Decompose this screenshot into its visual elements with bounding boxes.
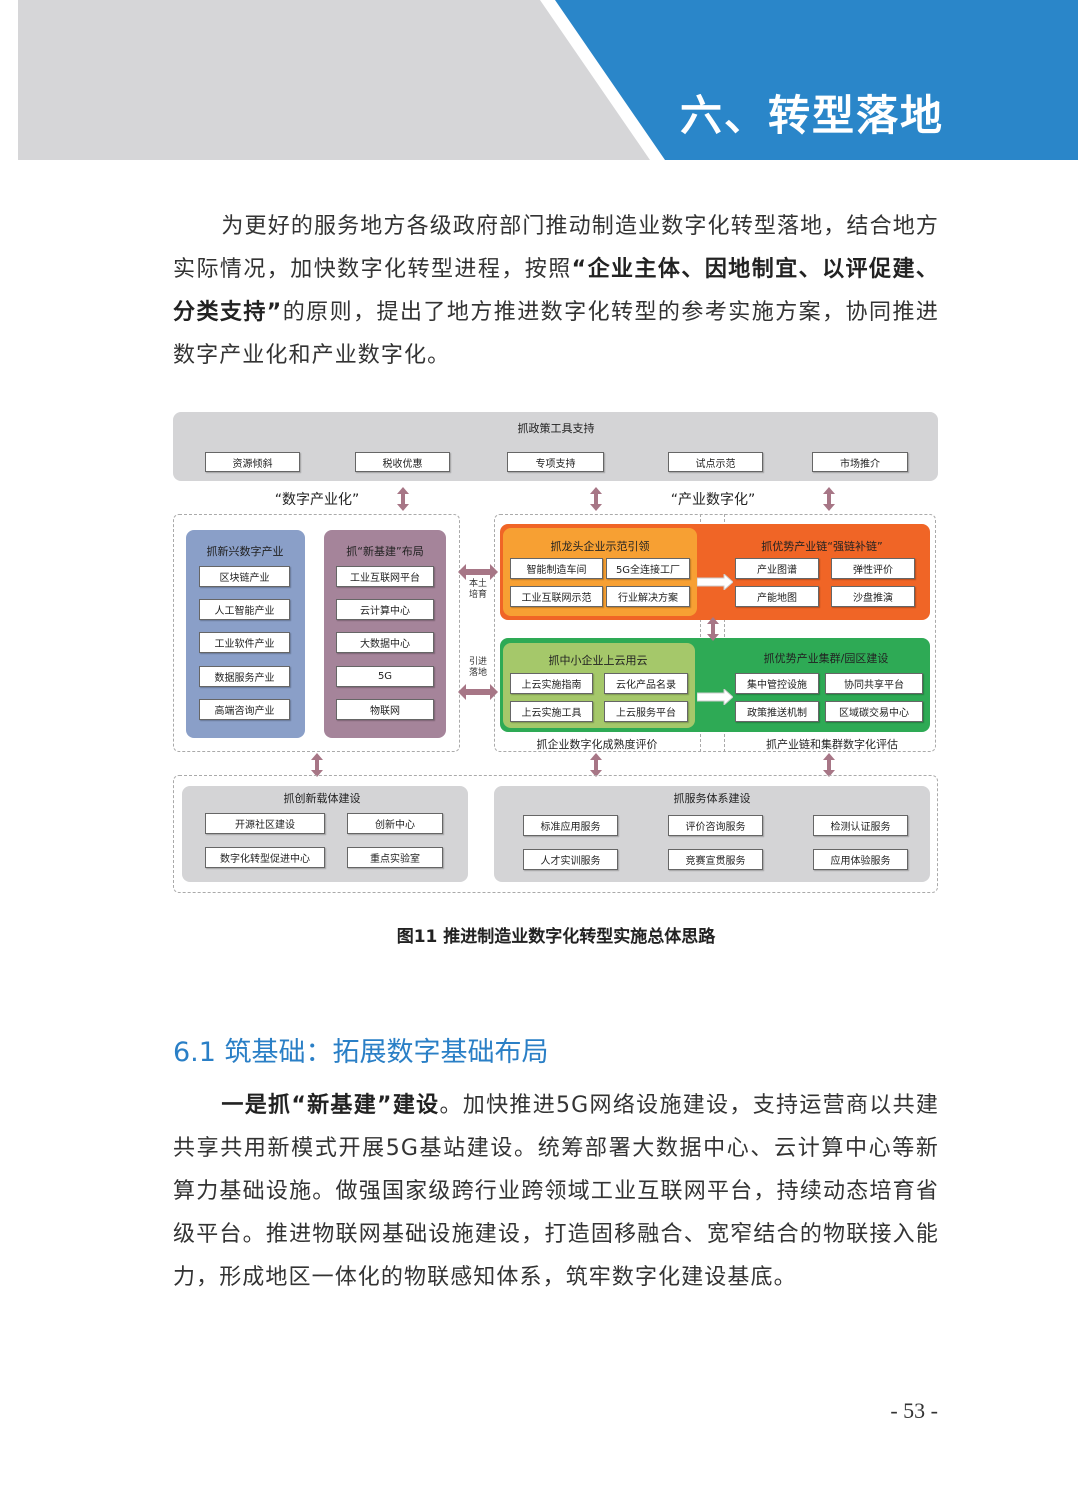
diagram-box: 数据服务产业	[199, 666, 290, 687]
dashed-divider	[700, 514, 725, 752]
section-paragraph: 一是抓“新基建”建设。加快推进5G网络设施建设，支持运营商以共建共享共用新模式开…	[173, 1084, 939, 1299]
diagram-box: 上云实施工具	[510, 701, 593, 722]
section-bold: 一是抓“新基建”建设	[221, 1093, 440, 1118]
double-arrow-icon	[311, 753, 323, 777]
diagram-box: 区块链产业	[199, 566, 290, 587]
double-arrow-icon	[590, 487, 602, 511]
diagram-box: 上云服务平台	[604, 701, 688, 722]
diagram-title: 抓优势产业集群/园区建设	[763, 652, 889, 665]
diagram-box: 工业互联网平台	[336, 566, 434, 587]
double-arrow-icon	[707, 617, 719, 641]
diagram-box: 开源社区建设	[205, 813, 325, 834]
diagram-box: 沙盘推演	[831, 586, 915, 607]
diagram-title: 抓产业链和集群数字化评估	[766, 738, 898, 751]
diagram-title: 抓优势产业链“强链补链”	[761, 540, 883, 553]
diagram-box: 协同共享平台	[825, 673, 923, 694]
diagram-box: 应用体验服务	[813, 849, 908, 870]
figure-caption: 图11 推进制造业数字化转型实施总体思路	[396, 927, 716, 947]
diagram-box: 产业图谱	[735, 558, 819, 579]
diagram-box: 大数据中心	[336, 632, 434, 653]
diagram-box: 云化产品名录	[604, 673, 688, 694]
diagram-box: 人才实训服务	[523, 849, 618, 870]
diagram-box: 弹性评价	[831, 558, 915, 579]
double-arrow-icon	[590, 753, 602, 777]
intro-text: 为更好的服务地方各级政府部门推动制造业数字化转型落地，结合地方实际情况，加快数字…	[173, 214, 939, 282]
diagram-box: 区域碳交易中心	[825, 701, 923, 722]
right-arrow-icon	[696, 572, 734, 594]
diagram-title: 抓“新基建”布局	[346, 545, 424, 558]
intro-text-end: 的原则，提出了地方推进数字化转型的参考实施方案，协同推进数字产业化和产业数字化。	[173, 300, 939, 368]
diagram-title: “数字产业化”	[274, 492, 360, 508]
page-number: - 53 -	[890, 1398, 938, 1423]
diagram-title: “产业数字化”	[670, 492, 756, 508]
diagram-box: 政策推送机制	[735, 701, 819, 722]
dashed-container	[173, 775, 938, 893]
double-arrow-icon	[458, 684, 498, 704]
diagram-title: 抓服务体系建设	[673, 792, 751, 805]
label-local: 本土培育	[468, 579, 487, 600]
double-arrow-icon	[823, 753, 835, 777]
diagram-box: 试点示范	[668, 452, 763, 472]
diagram-box: 资源倾斜	[205, 452, 300, 472]
diagram-box: 市场推介	[812, 452, 908, 472]
diagram-title: 抓龙头企业示范引领	[550, 540, 650, 553]
diagram-box: 高端咨询产业	[199, 699, 290, 720]
diagram-box: 竞赛宣贯服务	[668, 849, 763, 870]
diagram-box: 工业软件产业	[199, 632, 290, 653]
diagram-box: 集中管控设施	[735, 673, 819, 694]
diagram-box: 5G	[336, 666, 434, 687]
double-arrow-icon	[823, 487, 835, 511]
diagram-box: 产能地图	[735, 586, 819, 607]
label-introduce: 引进落地	[468, 657, 487, 678]
diagram-box: 人工智能产业	[199, 599, 290, 620]
right-arrow-icon	[696, 687, 734, 709]
double-arrow-icon	[397, 487, 409, 511]
dashed-container	[494, 514, 936, 752]
section-heading: 6.1 筑基础：拓展数字基础布局	[173, 1037, 549, 1068]
double-arrow-icon	[458, 564, 498, 584]
diagram-box: 物联网	[336, 699, 434, 720]
diagram-box: 数字化转型促进中心	[205, 847, 325, 868]
intro-paragraph: 为更好的服务地方各级政府部门推动制造业数字化转型落地，结合地方实际情况，加快数字…	[173, 205, 939, 377]
diagram-box: 检测认证服务	[813, 815, 908, 836]
diagram-box: 标准应用服务	[523, 815, 618, 836]
diagram-box: 云计算中心	[336, 599, 434, 620]
chapter-title: 六、转型落地	[680, 91, 945, 140]
diagram-title: 抓新兴数字产业	[206, 545, 284, 558]
diagram-box: 评价咨询服务	[668, 815, 763, 836]
diagram-box: 智能制造车间	[510, 558, 603, 579]
diagram-box: 工业互联网示范	[510, 586, 603, 607]
intro-bold: “企业主体、因地制宜、以评促建、分类支持”	[173, 257, 939, 325]
diagram-title: 抓企业数字化成熟度评价	[536, 738, 658, 751]
diagram-box: 创新中心	[347, 813, 443, 834]
diagram-box: 5G全连接工厂	[606, 558, 690, 579]
diagram-box: 税收优惠	[355, 452, 450, 472]
diagram-title: 抓创新载体建设	[283, 792, 361, 805]
diagram-box: 重点实验室	[347, 847, 443, 868]
diagram-box: 专项支持	[507, 452, 604, 472]
section-text: 。加快推进5G网络设施建设，支持运营商以共建共享共用新模式开展5G基站建设。统筹…	[173, 1093, 940, 1290]
diagram-title: 抓中小企业上云用云	[548, 654, 648, 667]
diagram-title: 抓政策工具支持	[517, 422, 595, 435]
diagram-box: 行业解决方案	[606, 586, 690, 607]
dashed-container	[173, 514, 460, 752]
diagram-box: 上云实施指南	[510, 673, 593, 694]
